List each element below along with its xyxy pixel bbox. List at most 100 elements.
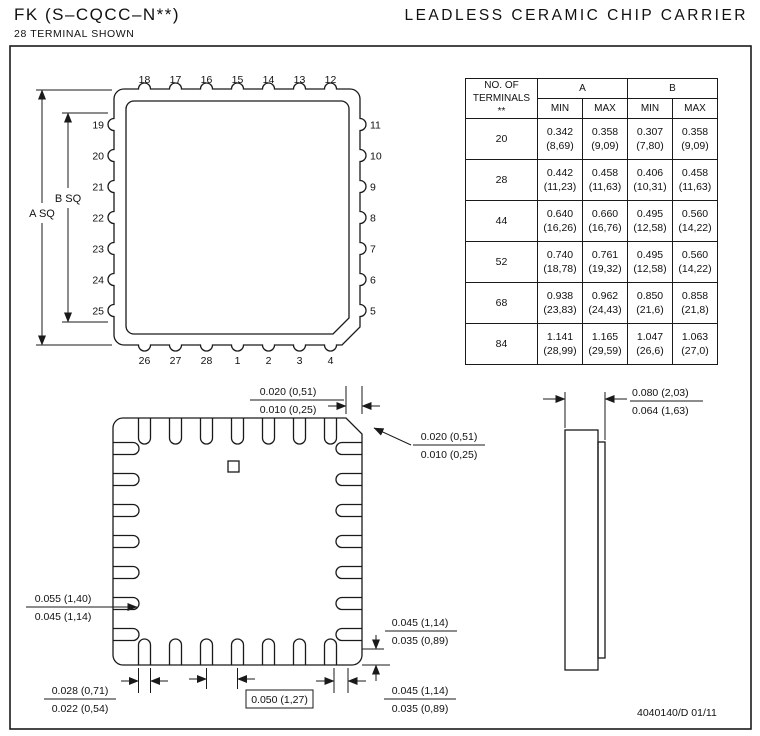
cell-b-min: 0.406 (10,31) — [627, 159, 673, 201]
terminal-number: 13 — [294, 74, 306, 86]
package-name: LEADLESS CERAMIC CHIP CARRIER — [404, 7, 748, 24]
table-row: 28 0.442 (11,23) 0.458 (11,63) 0.406 (10… — [465, 159, 718, 201]
terminal-slot — [323, 418, 338, 445]
terminal-number: 19 — [92, 120, 104, 132]
cell-b-max: 0.560 (14,22) — [672, 241, 718, 283]
col-header-b: B — [627, 78, 718, 99]
dim-terminal-length: 0.055 (1,40) 0.045 (1,14) — [26, 593, 138, 623]
terminal-slot — [335, 627, 362, 642]
dim-edge-gap-vertical-min: 0.035 (0,89) — [392, 635, 449, 647]
page-title: FK (S–CQCC–N**) — [14, 5, 181, 24]
terminal-slot — [335, 596, 362, 611]
index-mark — [227, 460, 240, 473]
terminal-number: 24 — [92, 275, 104, 287]
terminal-number: 22 — [92, 213, 104, 225]
cell-terminals: 20 — [465, 118, 538, 160]
terminal-slot — [261, 418, 276, 445]
dim-edge-gap-horizontal-max: 0.045 (1,14) — [392, 685, 449, 697]
cell-terminals: 52 — [465, 241, 538, 283]
table-row: 20 0.342 (8,69) 0.358 (9,09) 0.307 (7,80… — [465, 118, 718, 160]
terminal-number: 2 — [266, 355, 272, 367]
dim-terminal-width: 0.028 (0,71) 0.022 (0,54) — [44, 668, 168, 715]
col-header-a: A — [537, 78, 628, 99]
top-view-inner-outline — [125, 100, 350, 335]
cell-a-min: 1.141 (28,99) — [537, 323, 583, 365]
dim-edge-gap-horizontal-min: 0.035 (0,89) — [392, 703, 449, 715]
terminal-number: 15 — [232, 74, 244, 86]
terminal-number: 12 — [325, 74, 337, 86]
dim-edge-gap-vertical: 0.045 (1,14) 0.035 (0,89) — [362, 617, 457, 681]
cell-a-max: 0.962 (24,43) — [582, 282, 628, 324]
cell-a-max: 0.660 (16,76) — [582, 200, 628, 242]
cell-a-min: 0.640 (16,26) — [537, 200, 583, 242]
terminal-slot — [199, 418, 214, 445]
terminal-slot — [168, 418, 183, 445]
cell-b-max: 1.063 (27,0) — [672, 323, 718, 365]
table-row: 84 1.141 (28,99) 1.165 (29,59) 1.047 (26… — [465, 323, 718, 365]
dim-thickness-min: 0.064 (1,63) — [632, 405, 689, 417]
dim-thickness: 0.080 (2,03) 0.064 (1,63) — [543, 387, 703, 440]
dimensions-table: NO. OF TERMINALS ** A B MIN MAX MIN MAX … — [465, 78, 718, 365]
terminal-slot — [113, 627, 140, 642]
terminal-slot — [113, 503, 140, 518]
terminal-slot — [335, 534, 362, 549]
dim-pitch-value: 0.050 (1,27) — [251, 694, 308, 706]
cell-b-min: 0.850 (21,6) — [627, 282, 673, 324]
page-subtitle: 28 TERMINAL SHOWN — [14, 28, 135, 40]
cell-a-min: 0.342 (8,69) — [537, 118, 583, 160]
side-view-body — [564, 429, 599, 671]
terminal-slot — [168, 638, 183, 665]
dim-b-label: B SQ — [55, 193, 82, 205]
cell-a-max: 0.761 (19,32) — [582, 241, 628, 283]
cell-b-max: 0.458 (11,63) — [672, 159, 718, 201]
dim-terminal-length-max: 0.055 (1,40) — [35, 593, 92, 605]
terminal-slot — [335, 565, 362, 580]
terminal-slot — [113, 565, 140, 580]
col-header-b-min: MIN — [627, 98, 673, 119]
terminal-slot — [113, 472, 140, 487]
dim-corner-offset: 0.020 (0,51) 0.010 (0,25) — [373, 427, 485, 461]
terminal-number: 3 — [297, 355, 303, 367]
dim-a-sq: A SQ — [29, 89, 112, 346]
dim-pitch: 0.050 (1,27) — [189, 668, 314, 709]
terminal-slot — [137, 638, 152, 665]
terminal-slot — [230, 418, 245, 445]
terminal-slot — [113, 441, 140, 456]
cell-b-max: 0.358 (9,09) — [672, 118, 718, 160]
cell-b-max: 0.560 (14,22) — [672, 200, 718, 242]
terminal-number: 17 — [170, 74, 182, 86]
side-view — [564, 429, 606, 671]
cell-terminals: 68 — [465, 282, 538, 324]
terminal-number: 27 — [170, 355, 182, 367]
terminal-slot — [335, 503, 362, 518]
col-header-a-min: MIN — [537, 98, 583, 119]
top-view-outer-outline — [107, 82, 367, 352]
dim-top-offset-min: 0.010 (0,25) — [260, 404, 317, 416]
dim-terminal-width-max: 0.028 (0,71) — [52, 685, 109, 697]
terminal-number: 20 — [92, 151, 104, 163]
terminal-slot — [113, 534, 140, 549]
dim-top-offset-max: 0.020 (0,51) — [260, 386, 317, 398]
table-row: 52 0.740 (18,78) 0.761 (19,32) 0.495 (12… — [465, 241, 718, 283]
terminal-number: 7 — [370, 244, 376, 256]
terminal-number: 23 — [92, 244, 104, 256]
cell-terminals: 84 — [465, 323, 538, 365]
dim-corner-offset-min: 0.010 (0,25) — [421, 449, 478, 461]
terminal-slot — [230, 638, 245, 665]
terminal-number: 25 — [92, 306, 104, 318]
terminal-slot — [199, 638, 214, 665]
cell-terminals: 28 — [465, 159, 538, 201]
terminal-number: 9 — [370, 182, 376, 194]
col-header-terminals: NO. OF TERMINALS ** — [465, 78, 538, 119]
table-row: 68 0.938 (23,83) 0.962 (24,43) 0.850 (21… — [465, 282, 718, 324]
terminal-number: 4 — [328, 355, 334, 367]
terminal-number: 21 — [92, 182, 104, 194]
terminal-slot — [113, 596, 140, 611]
cell-b-min: 1.047 (26,6) — [627, 323, 673, 365]
cell-a-min: 0.740 (18,78) — [537, 241, 583, 283]
cell-b-min: 0.307 (7,80) — [627, 118, 673, 160]
cell-b-min: 0.495 (12,58) — [627, 200, 673, 242]
